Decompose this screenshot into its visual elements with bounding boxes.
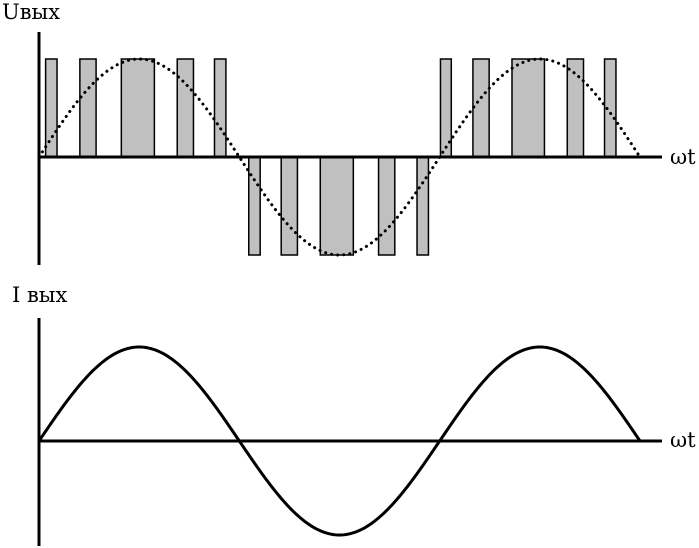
positive-half-1-pulse-3 bbox=[120, 58, 156, 158]
negative-half-pulse-3 bbox=[319, 156, 355, 256]
voltage-time-axis-label: ωt bbox=[670, 145, 696, 169]
positive-half-1-pulse-4 bbox=[176, 58, 195, 158]
positive-half-1-pulse-1 bbox=[44, 58, 58, 158]
positive-half-1-pulse-2 bbox=[79, 58, 97, 158]
negative-half-pulse-2 bbox=[280, 156, 299, 256]
voltage-panel: Uвых ωt bbox=[2, 0, 696, 265]
negative-half-pulse-5 bbox=[416, 156, 430, 256]
positive-half-2-pulse-2 bbox=[472, 58, 490, 158]
current-panel: I вых ωt bbox=[12, 283, 696, 546]
current-axis-label: I вых bbox=[12, 283, 68, 307]
positive-half-2-pulse-4 bbox=[566, 58, 585, 158]
negative-half-pulse-4 bbox=[377, 156, 396, 256]
reference-sine-wave bbox=[37, 57, 642, 257]
pwm-pulses bbox=[44, 58, 617, 256]
positive-half-1-pulse-5 bbox=[213, 58, 227, 158]
negative-half-pulse-1 bbox=[247, 156, 261, 256]
current-time-axis-label: ωt bbox=[670, 428, 696, 452]
positive-half-2-pulse-3 bbox=[511, 58, 546, 158]
current-sine-wave bbox=[37, 345, 642, 537]
voltage-axis-label: Uвых bbox=[2, 0, 60, 24]
